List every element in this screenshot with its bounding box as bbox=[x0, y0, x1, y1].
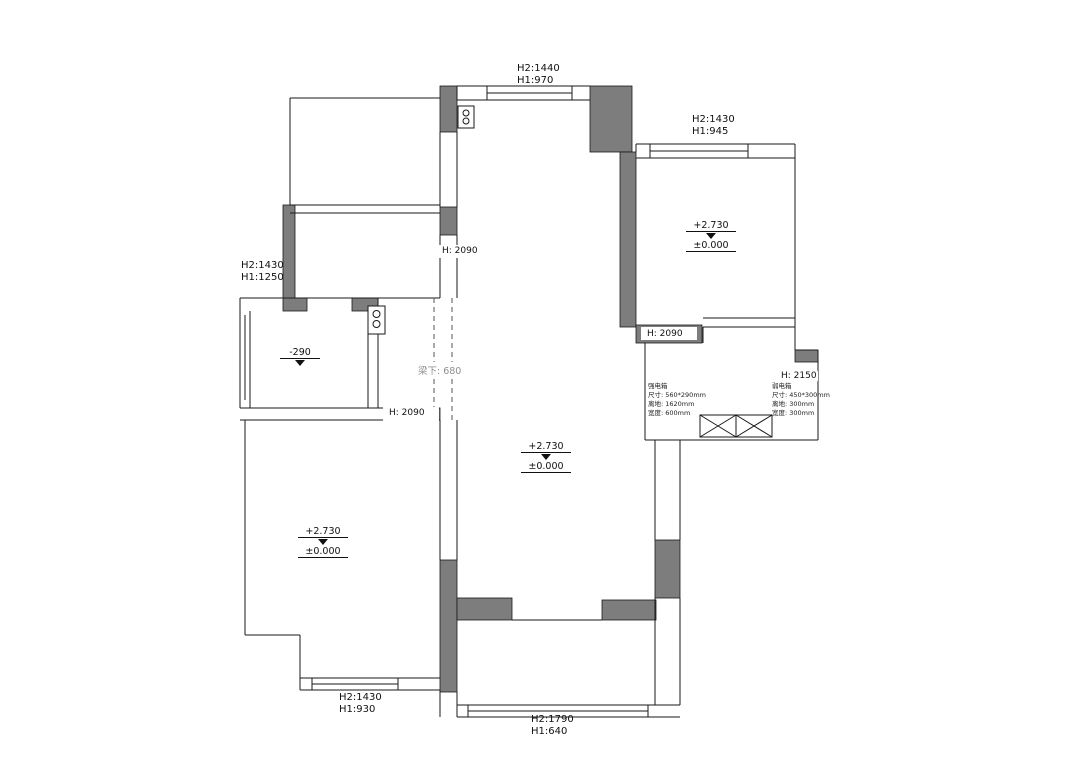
strong-electric-box-note: 强电箱 尺寸: 560*290mm 离地: 1620mm 宽度: 600mm bbox=[648, 382, 706, 418]
weak-box-size: 尺寸: 450*300mm bbox=[772, 391, 830, 399]
level-triangle-icon bbox=[541, 454, 551, 460]
window-label-top-h2: H2:1440 bbox=[517, 63, 560, 74]
window-label-bottom: H2:1790 H1:640 bbox=[531, 714, 574, 737]
level-lower: ±0.000 bbox=[686, 240, 736, 252]
window-bottom-left bbox=[311, 677, 399, 691]
level-lower: ±0.000 bbox=[521, 461, 571, 473]
level-upper: +2.730 bbox=[298, 526, 348, 538]
window-label-bottom-h1: H1:640 bbox=[531, 725, 568, 737]
level-marker-center: +2.730 ±0.000 bbox=[521, 441, 571, 473]
intercom-icon bbox=[457, 105, 475, 129]
weak-electric-box-note: 弱电箱 尺寸: 450*300mm 离地: 300mm 宽度: 300mm bbox=[772, 382, 830, 418]
strong-box-height: 离地: 1620mm bbox=[648, 400, 695, 408]
weak-box-width: 宽度: 300mm bbox=[772, 409, 815, 417]
window-top-right bbox=[649, 143, 749, 159]
weak-box-height: 离地: 300mm bbox=[772, 400, 815, 408]
height-label-a: H: 2090 bbox=[441, 246, 479, 256]
window-label-top: H2:1440 H1:970 bbox=[517, 63, 560, 86]
level-upper: +2.730 bbox=[686, 220, 736, 232]
window-label-left: H2:1430 H1:1250 bbox=[241, 260, 284, 283]
window-label-top-h1: H1:970 bbox=[517, 74, 554, 86]
window-label-bottom-left-h2: H2:1430 bbox=[339, 692, 382, 703]
window-label-bottom-h2: H2:1790 bbox=[531, 714, 574, 725]
height-label-d: H: 2150 bbox=[780, 371, 818, 381]
window-label-left-h2: H2:1430 bbox=[241, 260, 284, 271]
window-label-right: H2:1430 H1:945 bbox=[692, 114, 735, 137]
window-top bbox=[486, 85, 573, 101]
strong-box-size: 尺寸: 560*290mm bbox=[648, 391, 706, 399]
level-marker-top-right: +2.730 ±0.000 bbox=[686, 220, 736, 252]
level-marker-sunken: -290 bbox=[280, 347, 320, 367]
structural-walls bbox=[282, 85, 819, 693]
beam-label: 梁下: 680 bbox=[417, 363, 463, 377]
level-upper: +2.730 bbox=[521, 441, 571, 453]
window-label-bottom-left: H2:1430 H1:930 bbox=[339, 692, 382, 715]
wall-lines bbox=[239, 85, 819, 718]
level-triangle-icon bbox=[706, 233, 716, 239]
pipe-riser-icon bbox=[367, 305, 386, 335]
window-label-right-h1: H1:945 bbox=[692, 125, 729, 137]
level-triangle-icon bbox=[295, 360, 305, 366]
window-label-right-h2: H2:1430 bbox=[692, 114, 735, 125]
level-lower: ±0.000 bbox=[298, 546, 348, 558]
weak-box-title: 弱电箱 bbox=[772, 382, 792, 390]
strong-box-width: 宽度: 600mm bbox=[648, 409, 691, 417]
strong-box-title: 强电箱 bbox=[648, 382, 668, 390]
level-upper: -290 bbox=[280, 347, 320, 359]
window-bottom bbox=[467, 704, 649, 718]
electrical-box-symbols bbox=[699, 414, 773, 438]
height-label-c: H: 2090 bbox=[388, 408, 426, 418]
level-marker-bottom-left: +2.730 ±0.000 bbox=[298, 526, 348, 558]
level-triangle-icon bbox=[318, 539, 328, 545]
window-label-left-h1: H1:1250 bbox=[241, 271, 284, 283]
height-label-b: H: 2090 bbox=[646, 329, 684, 339]
window-label-bottom-left-h1: H1:930 bbox=[339, 703, 376, 715]
beam-dashed-lines bbox=[433, 298, 453, 420]
window-symbols bbox=[311, 85, 749, 718]
